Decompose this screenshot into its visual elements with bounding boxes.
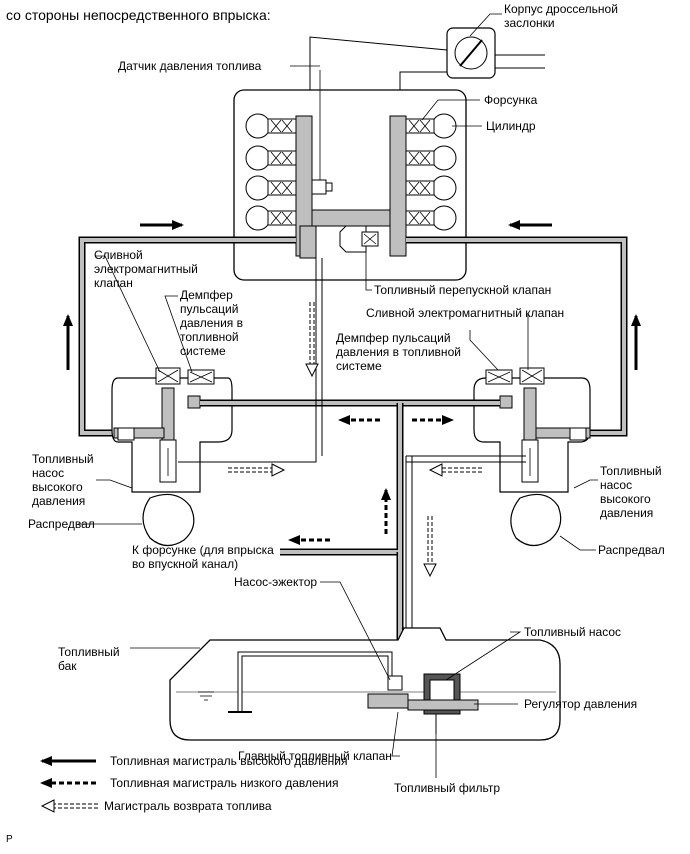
label-camshaft-right: Распредвал (598, 543, 665, 557)
leader-lines (78, 13, 598, 778)
flow-arrows-low (288, 415, 454, 545)
label-damper-left: Демпфер пульсаций давления в топливной с… (180, 288, 243, 358)
camshaft-right (510, 493, 562, 547)
corner-mark: P (6, 834, 13, 845)
label-cylinder: Цилиндр (486, 119, 536, 133)
label-injector: Форсунка (484, 93, 538, 107)
label-port-injector: К форсунке (для впрыска во впускной кана… (132, 543, 274, 571)
fuel-tank (169, 627, 561, 741)
fuel-pressure-sensor (311, 70, 333, 195)
legend-samples (40, 756, 98, 813)
label-hp-pump-right: Топливный насос высокого давления (600, 464, 662, 520)
camshaft-left (142, 493, 195, 547)
label-fuel-tank: Топливный бак (58, 645, 120, 673)
label-fuel-pump: Топливный насос (524, 625, 622, 639)
label-main-fuel-valve: Главный топливный клапан (238, 749, 392, 763)
label-camshaft-left: Распредвал (28, 517, 95, 531)
legend-low-pressure: Топливная магистраль низкого давления (110, 776, 339, 790)
engine-block (233, 89, 467, 281)
label-pressure-regulator: Регулятор давления (524, 697, 638, 711)
flow-arrows-return (228, 302, 482, 578)
cylinders-right (405, 113, 457, 231)
label-jet-pump: Насос-эжектор (234, 575, 318, 589)
cylinders-left (245, 113, 297, 231)
label-fuel-pressure-sensor: Датчик давления топлива (118, 59, 262, 73)
label-hp-pump-left: Топливный насос высокого давления (32, 452, 94, 508)
label-fuel-filter: Топливный фильтр (394, 781, 500, 795)
label-spill-valve-left: Сливной электромагнитный клапан (94, 248, 198, 290)
fuel-rails (295, 115, 407, 259)
legend-high-pressure: Топливная магистраль высокого давления (110, 754, 348, 768)
high-pressure-lines (78, 236, 628, 437)
label-relief-valve: Топливный перепускной клапан (374, 283, 552, 297)
label-throttle-body: Корпус дроссельной заслонки (504, 2, 618, 30)
label-spill-valve-right: Сливной электромагнитный клапан (366, 306, 565, 320)
label-damper-right: Демпфер пульсаций давления в топливной с… (336, 331, 461, 373)
legend-return: Магистраль возврата топлива (104, 799, 272, 813)
flow-arrows-high (63, 220, 641, 370)
page-title: со стороны непосредственного впрыска: (6, 7, 271, 23)
throttle-body (309, 27, 545, 90)
